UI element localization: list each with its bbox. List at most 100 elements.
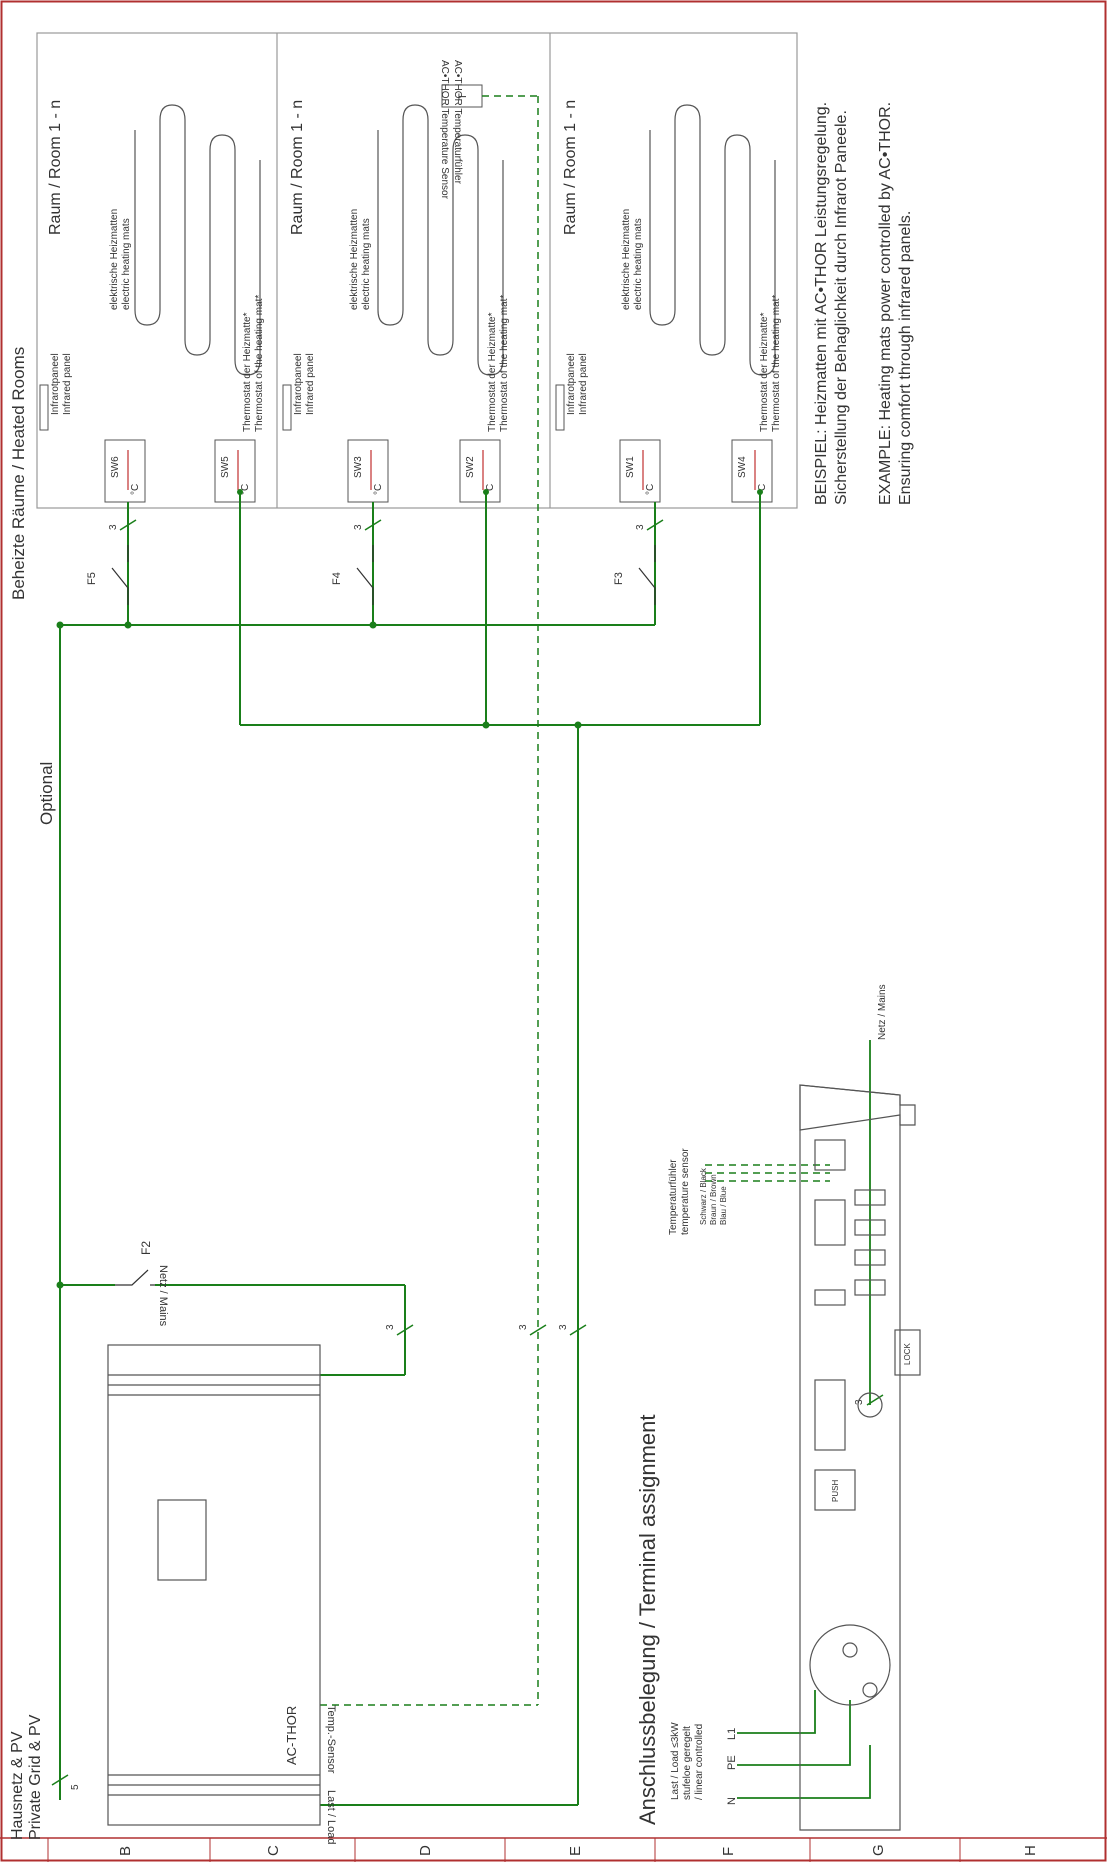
terminal-slot-5	[854, 1219, 886, 1236]
terminal-lock-label: LOCK	[903, 1343, 912, 1365]
terminal-title: Anschlussbelegung / Terminal assignment	[635, 1415, 660, 1826]
heated-rooms-title: Beheizte Räume / Heated Rooms	[9, 347, 28, 600]
optional-label: Optional	[37, 762, 56, 825]
room-2-panel-en: Infrared panel	[305, 353, 316, 415]
room-3-thermostat-de: Thermostat der Heizmatte*	[759, 312, 770, 432]
room-3-thermostat-box	[731, 439, 773, 503]
room-2-thermostat-en: Thermostat of the heating mat*	[499, 295, 510, 432]
terminal-mains-wire-count: 3	[854, 1399, 865, 1405]
room-1: Raum / Room 1 - n elektrische Heizmatten…	[39, 100, 265, 503]
room-1-wire-count: 3	[108, 524, 119, 530]
room-2-infrared-panel	[282, 384, 292, 431]
load-wire-count: 3	[558, 1324, 569, 1330]
room-1-heating-mat	[134, 104, 261, 376]
grid-label-c: C	[265, 1845, 282, 1856]
sensor-wiring	[320, 95, 830, 1706]
terminal-wiring	[737, 1040, 871, 1799]
ac-thor-temp-sensor-label: Temp.-Sensor	[325, 1705, 337, 1774]
room-2-thermostat-box	[459, 439, 501, 503]
ac-thor-name: AC-THOR	[284, 1706, 299, 1765]
terminal-push-button	[814, 1469, 856, 1511]
note-beispiel-line-1: BEISPIEL: Heizmatten mit AC•THOR Leistun…	[813, 102, 830, 505]
fuse-f4-label: F4	[331, 572, 343, 585]
room-3-mats-de: elektrische Heizmatten	[621, 209, 632, 310]
grid-label-h: H	[1022, 1845, 1039, 1856]
room-3-mats-en: electric heating mats	[633, 218, 644, 310]
fuse-f2-symbol	[115, 1269, 155, 1286]
room-2-title: Raum / Room 1 - n	[289, 100, 306, 235]
ac-thor-device	[107, 1344, 321, 1826]
fuse-f5-symbol	[111, 545, 129, 605]
room-1-panel-de: Infrarotpaneel	[50, 353, 61, 415]
terminal-block-top	[799, 1084, 916, 1131]
terminal-wire-brown: Braun / Brown	[709, 1174, 718, 1225]
grid-label-b: B	[117, 1846, 134, 1856]
terminal-slot-2	[814, 1289, 846, 1306]
room-2-panel-unit: °C	[373, 484, 384, 495]
room-1-thermostat-box	[214, 439, 256, 503]
room-2-thermostat-switch: SW2	[465, 456, 476, 478]
room-2-sensor-en: AC•THOR Temperature Sensor	[439, 60, 450, 200]
room-1-thermostat-de: Thermostat der Heizmatte*	[242, 312, 253, 432]
room-1-mats-de: elektrische Heizmatten	[109, 209, 120, 310]
terminal-wire-black: Schwarz / Black	[699, 1167, 708, 1225]
grid-label-f: F	[720, 1847, 737, 1856]
fuse-f5-label: F5	[86, 572, 98, 585]
terminal-sensor-connector	[814, 1199, 846, 1246]
terminal-block	[799, 1084, 921, 1831]
terminal-slot-6	[854, 1189, 886, 1206]
terminal-lock-box	[894, 1329, 921, 1376]
room-2-wire-count: 3	[353, 524, 364, 530]
terminal-push-label: PUSH	[831, 1480, 840, 1502]
terminal-n: N	[726, 1797, 738, 1805]
room-3-thermostat-en: Thermostat of the heating mat*	[771, 295, 782, 432]
notes: BEISPIEL: Heizmatten mit AC•THOR Leistun…	[813, 102, 914, 505]
ac-thor-load-label: Last / Load	[325, 1790, 337, 1844]
mains-wire-count: 3	[385, 1324, 396, 1330]
room-2: Raum / Room 1 - n elektrische Heizmatten…	[282, 60, 510, 503]
room-3-panel-switch: SW1	[625, 456, 636, 478]
wiring	[59, 492, 761, 1806]
note-example-line-1: EXAMPLE: Heating mats power controlled b…	[877, 102, 894, 505]
room-2-panel-switch: SW3	[353, 456, 364, 478]
terminal-mains-label: Netz / Mains	[877, 984, 888, 1040]
ac-thor-mains-label: Netz / Mains	[157, 1265, 169, 1327]
terminal-block-outline	[799, 1084, 901, 1831]
terminal-load-line-3: / linear controlled	[694, 1724, 705, 1800]
room-1-mats-en: electric heating mats	[121, 218, 132, 310]
rooms-frame	[36, 32, 798, 509]
room-3-heating-mat	[649, 104, 776, 376]
wiring-nodes	[56, 489, 763, 1289]
fuse-f4-symbol	[356, 545, 374, 605]
room-3-panel-switch-box	[619, 439, 661, 503]
terminal-pe: PE	[726, 1755, 738, 1770]
room-2-panel-de: Infrarotpaneel	[293, 353, 304, 415]
terminal-wire-blue: Blau / Blue	[719, 1186, 728, 1225]
wire-count-marks	[51, 519, 884, 1786]
terminal-slot-1	[814, 1379, 846, 1451]
terminal-socket-pin-1	[862, 1682, 878, 1698]
note-example-line-2: Ensuring comfort through infrared panels…	[897, 211, 914, 505]
supply-wire-count: 5	[70, 1784, 81, 1790]
note-beispiel-line-2: Sicherstellung der Behaglichkeit durch I…	[833, 110, 850, 505]
room-3-title: Raum / Room 1 - n	[562, 100, 579, 235]
room-3-panel-de: Infrarotpaneel	[566, 353, 577, 415]
grid-label-e: E	[567, 1846, 584, 1856]
room-3-thermostat-unit: °C	[757, 484, 768, 495]
room-3-infrared-panel	[555, 384, 565, 431]
fuse-f3-symbol	[638, 545, 656, 605]
supply-label-line-2: Private Grid & PV	[27, 1714, 44, 1840]
grid-label-d: D	[417, 1845, 434, 1856]
sensor-wire-count: 3	[518, 1324, 529, 1330]
room-3: Raum / Room 1 - n elektrische Heizmatten…	[555, 100, 782, 503]
room-1-thermostat-en: Thermostat of the heating mat*	[254, 295, 265, 432]
fuse-f2-label: F2	[139, 1241, 153, 1255]
room-3-panel-en: Infrared panel	[578, 353, 589, 415]
room-1-thermostat-switch: SW5	[220, 456, 231, 478]
room-2-sensor-de: AC•THOR Temperaturfühler	[452, 60, 463, 185]
room-2-heating-mat	[377, 104, 504, 376]
room-2-panel-switch-box	[347, 439, 389, 503]
